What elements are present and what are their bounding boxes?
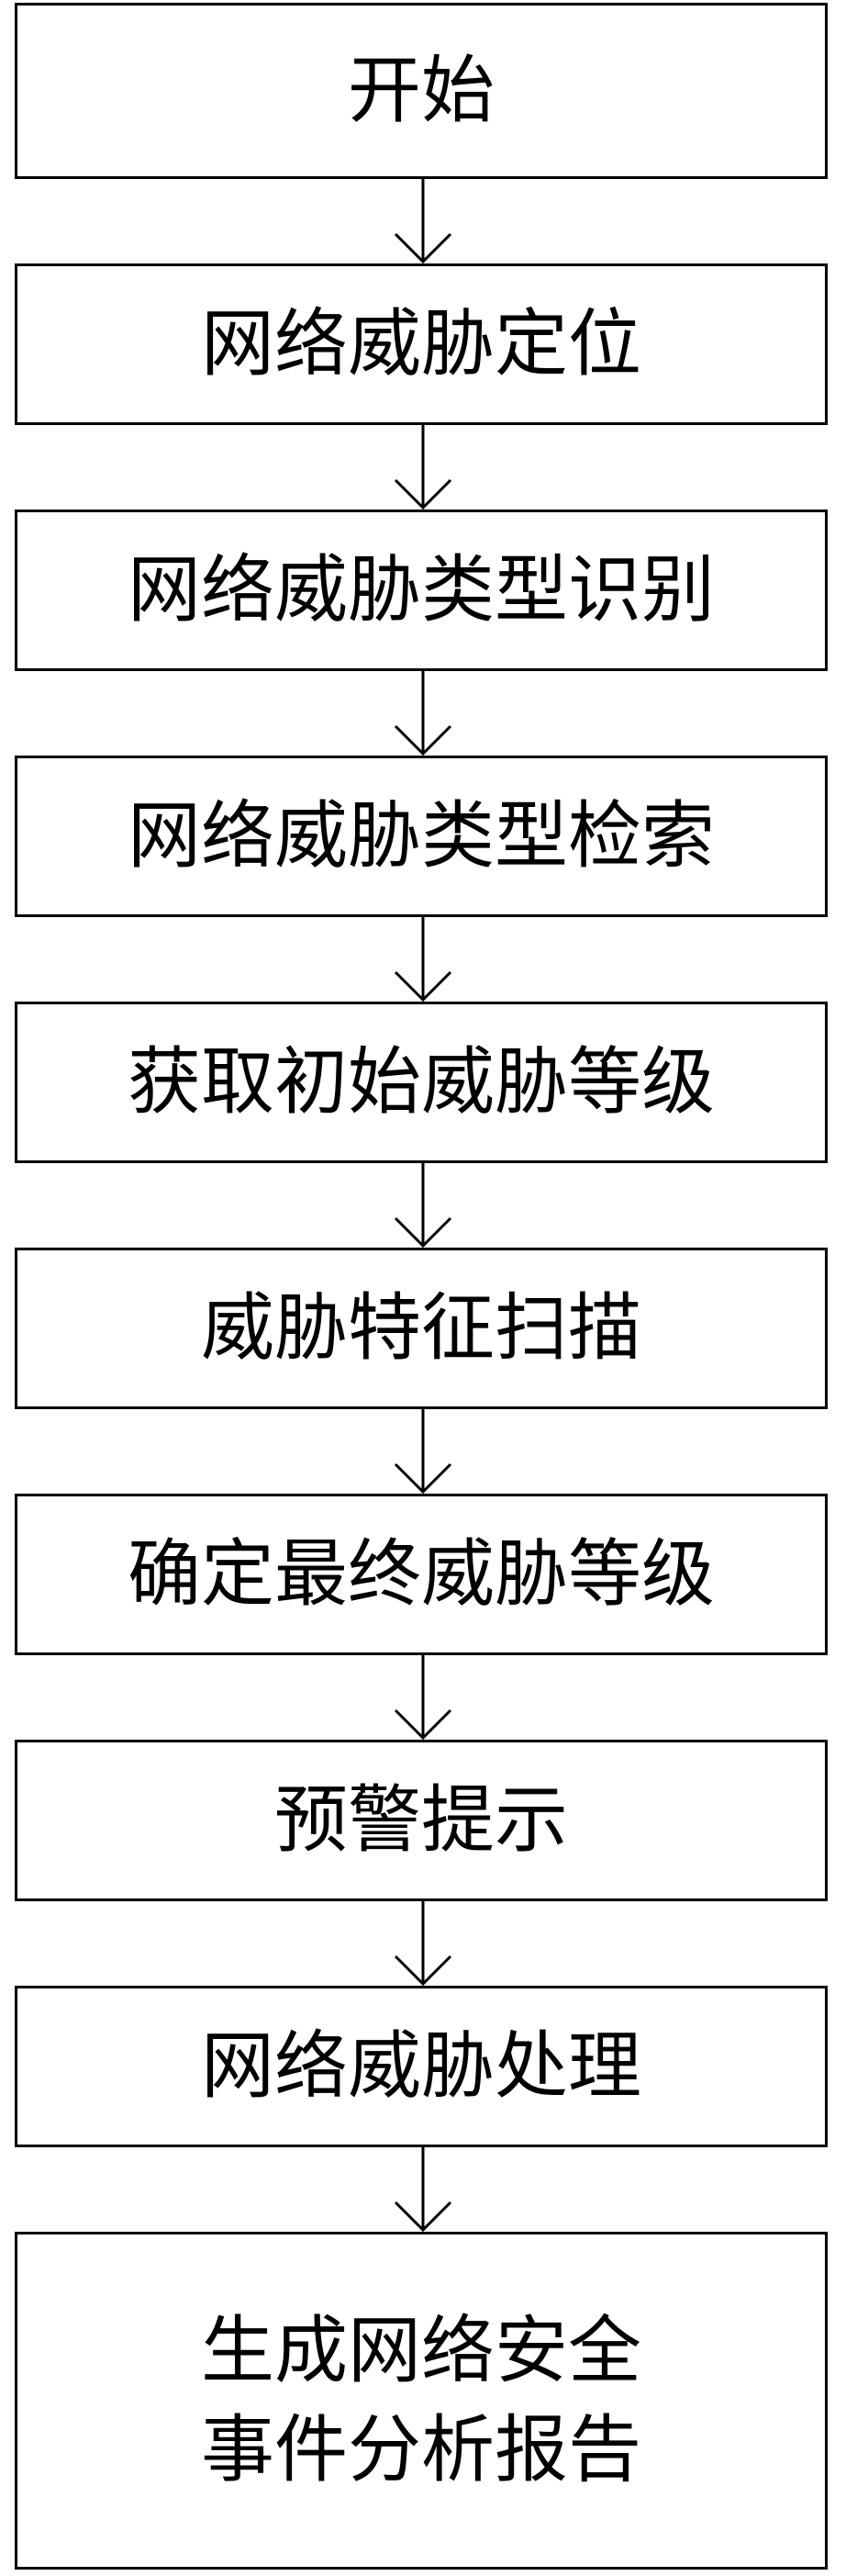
step-generate-report: 生成网络安全 事件分析报告 xyxy=(15,2232,828,2570)
step-label: 获取初始威胁等级 xyxy=(128,1039,715,1125)
step-label: 网络威胁处理 xyxy=(201,2023,641,2109)
arrow-connector xyxy=(394,1901,452,1987)
arrow-connector xyxy=(394,1655,452,1741)
step-label: 开始 xyxy=(348,48,495,133)
step-label: 网络威胁定位 xyxy=(201,301,641,386)
step-threat-locate: 网络威胁定位 xyxy=(15,263,828,425)
step-threat-feature-scan: 威胁特征扫描 xyxy=(15,1248,828,1409)
step-label: 生成网络安全 事件分析报告 xyxy=(201,2302,641,2500)
step-threat-handling: 网络威胁处理 xyxy=(15,1986,828,2147)
arrow-connector xyxy=(394,2147,452,2233)
step-start: 开始 xyxy=(15,3,828,179)
step-label-line2: 事件分析报告 xyxy=(201,2407,641,2492)
step-label: 威胁特征扫描 xyxy=(201,1285,641,1371)
step-threat-type-identify: 网络威胁类型识别 xyxy=(15,510,828,671)
step-initial-threat-level: 获取初始威胁等级 xyxy=(15,1002,828,1163)
arrow-connector xyxy=(394,1163,452,1249)
step-label: 确定最终威胁等级 xyxy=(128,1531,715,1617)
arrow-connector xyxy=(394,179,452,264)
step-threat-type-search: 网络威胁类型检索 xyxy=(15,756,828,917)
step-label: 预警提示 xyxy=(274,1777,568,1863)
step-label: 网络威胁类型识别 xyxy=(128,547,715,633)
step-warning-alert: 预警提示 xyxy=(15,1740,828,1901)
arrow-connector xyxy=(394,1409,452,1495)
step-label-line1: 生成网络安全 xyxy=(201,2308,641,2393)
step-label: 网络威胁类型检索 xyxy=(128,793,715,879)
arrow-connector xyxy=(394,671,452,756)
arrow-connector xyxy=(394,917,452,1002)
step-final-threat-level: 确定最终威胁等级 xyxy=(15,1494,828,1655)
arrow-connector xyxy=(394,425,452,510)
